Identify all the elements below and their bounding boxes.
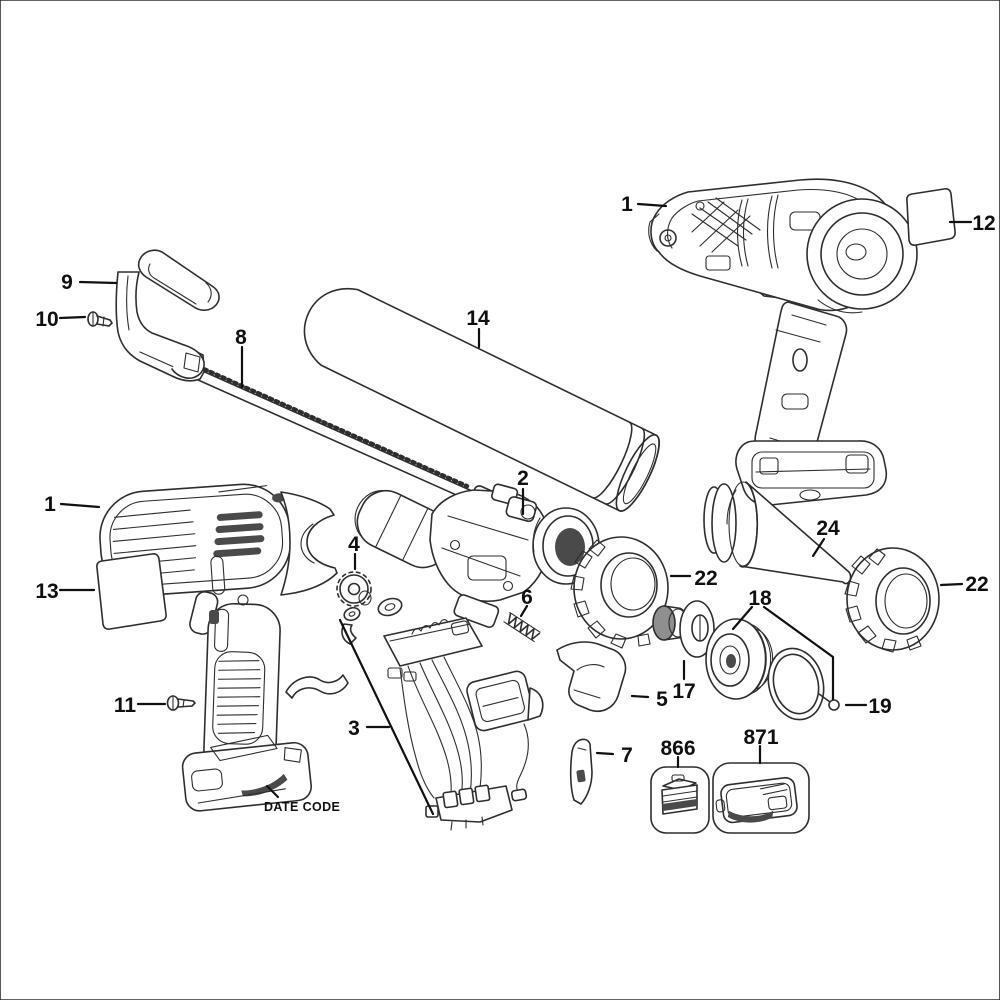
callout-17: 17 [672,680,695,703]
callout-labels: 9 10 8 14 1 12 1 13 11 2 4 6 3 5 7 22 17… [35,193,995,814]
piston-assembly [705,618,774,700]
ring-nut-left [570,536,669,649]
barrel-tube [303,287,660,512]
link-washer [377,597,403,617]
callout-date-code: DATE CODE [264,800,340,814]
callout-19: 19 [868,695,891,718]
caulk-gun-assembly [99,483,349,812]
callout-8: 8 [235,326,247,349]
callout-866: 866 [660,737,695,760]
callout-24: 24 [816,517,840,540]
label-plate-12 [906,188,956,246]
housing-clamshell-half [648,178,918,506]
charger-box-871 [712,762,810,834]
callout-11: 11 [114,694,137,717]
callout-10: 10 [35,308,58,331]
callout-22-right: 22 [965,573,988,596]
leader-lines [58,202,973,816]
o-ring [767,647,825,721]
callout-7: 7 [621,744,633,767]
wiring-switch-assembly [341,606,544,831]
trigger [556,641,627,712]
gear [336,571,372,607]
callout-871: 871 [743,726,778,749]
label-plate-13 [96,553,167,630]
hook-screw [87,311,113,327]
handle-screw [166,695,196,711]
callout-2: 2 [517,467,529,490]
callout-22-left: 22 [694,567,717,590]
nozzle-cone [703,481,852,585]
callout-13: 13 [35,580,58,603]
callout-14: 14 [466,307,490,330]
retainer-pin [818,693,840,711]
callout-9: 9 [61,271,73,294]
plunger [652,600,715,658]
hanger-hook [115,249,220,382]
lock-lever [569,738,593,805]
ring-nut-right [844,547,940,653]
callout-1-top: 1 [621,193,633,216]
callout-3: 3 [348,717,360,740]
spring [503,612,541,642]
callout-18: 18 [748,587,772,610]
callout-5: 5 [656,688,668,711]
callout-6: 6 [521,586,533,609]
callout-1-main: 1 [44,493,56,516]
callout-4: 4 [348,533,360,556]
battery-box-866 [650,766,710,834]
callout-12: 12 [972,212,995,235]
